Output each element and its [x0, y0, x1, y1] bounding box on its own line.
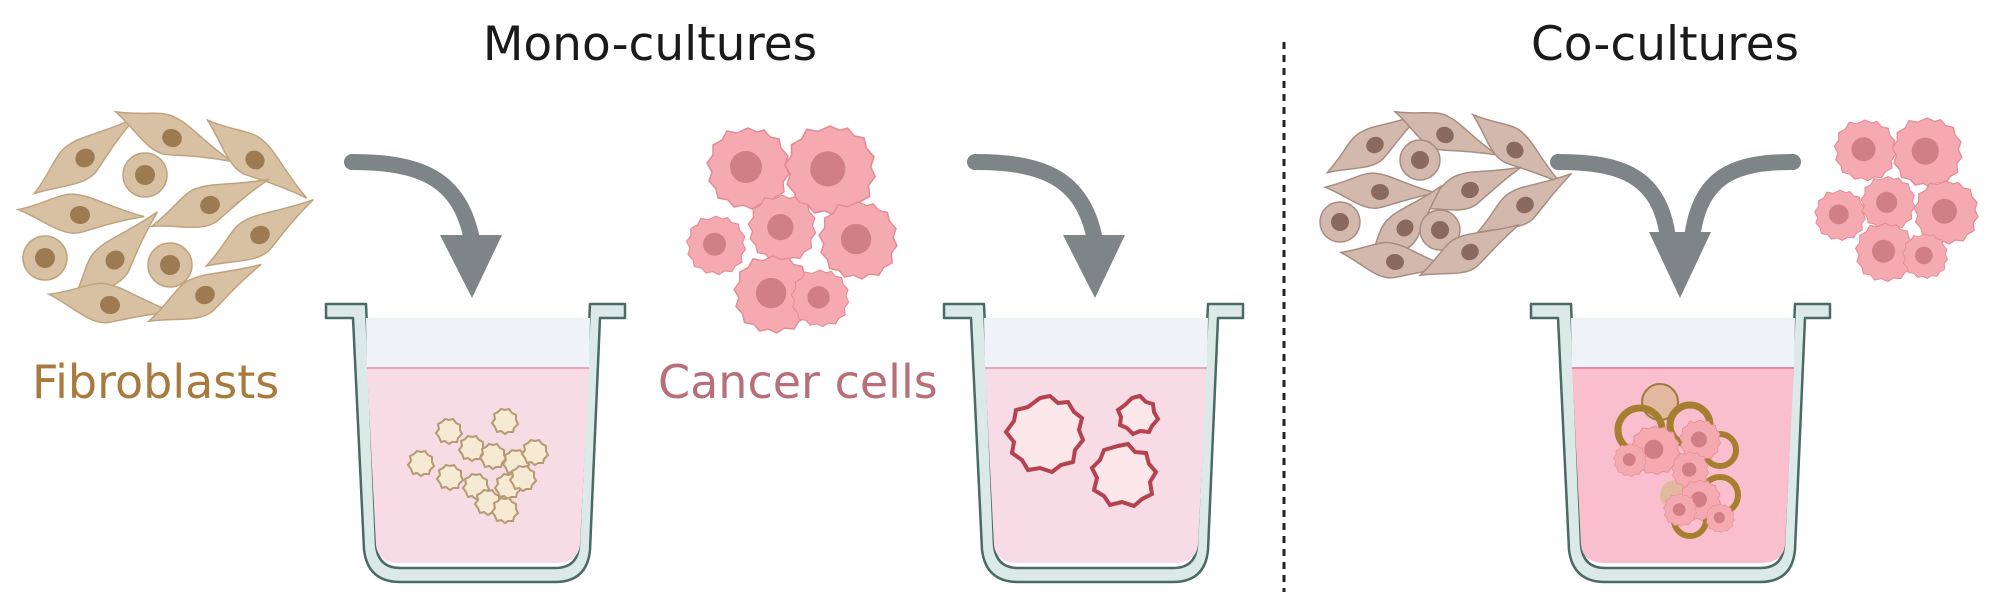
spheroid-icon: [1003, 393, 1086, 475]
fibroblasts-label: Fibroblasts: [32, 355, 279, 409]
fibroblast-cluster-icon: [1317, 94, 1583, 292]
curved-arrow-icon: [1550, 154, 1801, 298]
cancer-cells-label: Cancer cells: [658, 355, 938, 409]
spheroid-icon: [1115, 393, 1161, 437]
cancer-cell-cluster-icon: [685, 125, 898, 334]
cancer-cell-cluster-icon: [1814, 117, 1979, 283]
curved-arrow-icon: [967, 154, 1125, 298]
heading-mono-cultures: Mono-cultures: [483, 17, 817, 72]
heading-co-cultures: Co-cultures: [1531, 17, 1799, 72]
culture-well-icon: [942, 302, 1245, 584]
culture-well-icon: [324, 302, 627, 584]
cancer-spheroids: [1003, 393, 1161, 509]
mixed-spheroids: [1613, 383, 1741, 539]
curved-arrow-icon: [344, 154, 502, 298]
fibroblast-cluster-icon: [15, 92, 326, 339]
spheroid-icon: [1089, 441, 1159, 509]
